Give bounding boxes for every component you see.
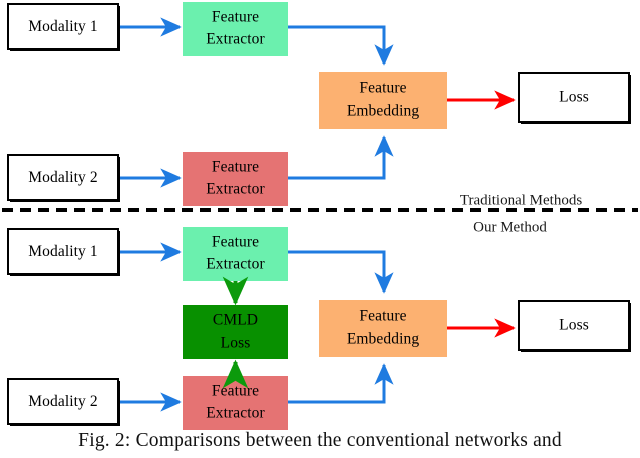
ours-modality1-box[interactable]: Modality 1 [7, 228, 120, 276]
ours-extractor1-label-line1: Feature [212, 234, 259, 251]
traditional-methods-label: Traditional Methods [460, 192, 583, 208]
ours-embedding-label-line1: Feature [359, 308, 406, 325]
traditional-extractor1-box[interactable]: Feature Extractor [183, 2, 288, 56]
traditional-modality1-label: Modality 1 [28, 18, 97, 35]
traditional-modality2-box[interactable]: Modality 2 [7, 154, 120, 202]
ours-loss-box[interactable]: Loss [518, 300, 631, 352]
traditional-embedding-label-line2: Embedding [347, 103, 420, 120]
arrow-ours-extractor1-to-embedding [288, 250, 394, 294]
ours-modality2-box[interactable]: Modality 2 [7, 378, 120, 426]
traditional-modality1-box[interactable]: Modality 1 [7, 3, 120, 51]
figure-caption: Fig. 2: Comparisons between the conventi… [78, 430, 562, 451]
ours-extractor1-label-line2: Extractor [206, 256, 265, 273]
traditional-extractor1-label-line1: Feature [212, 9, 259, 26]
ours-cmld-label-line2: Loss [221, 335, 251, 352]
traditional-extractor1-label-line2: Extractor [206, 31, 265, 48]
ours-embedding-label-line2: Embedding [347, 331, 420, 348]
traditional-extractor2-box[interactable]: Feature Extractor [183, 152, 288, 206]
traditional-embedding-box[interactable]: Feature Embedding [319, 72, 447, 129]
traditional-modality2-label: Modality 2 [28, 169, 97, 186]
arrow-extractor2-to-embedding [288, 135, 394, 180]
traditional-extractor2-label-line2: Extractor [206, 181, 265, 198]
our-method-label: Our Method [473, 219, 547, 235]
ours-loss-label: Loss [559, 317, 589, 334]
ours-cmld-loss-box[interactable]: CMLD Loss [183, 305, 288, 359]
traditional-embedding-label-line1: Feature [359, 80, 406, 97]
traditional-loss-label: Loss [559, 89, 589, 106]
ours-embedding-box[interactable]: Feature Embedding [319, 300, 447, 357]
traditional-loss-box[interactable]: Loss [518, 72, 631, 124]
arrow-extractor1-to-embedding [288, 25, 394, 66]
ours-modality2-label: Modality 2 [28, 393, 97, 410]
ours-extractor2-label-line1: Feature [212, 383, 259, 400]
ours-extractor2-box[interactable]: Feature Extractor [183, 376, 288, 430]
traditional-extractor2-label-line1: Feature [212, 159, 259, 176]
ours-extractor2-label-line2: Extractor [206, 405, 265, 422]
ours-extractor1-box[interactable]: Feature Extractor [183, 227, 288, 281]
ours-modality1-label: Modality 1 [28, 243, 97, 260]
arrow-ours-extractor2-to-embedding [288, 363, 394, 404]
ours-cmld-label-line1: CMLD [213, 312, 258, 329]
